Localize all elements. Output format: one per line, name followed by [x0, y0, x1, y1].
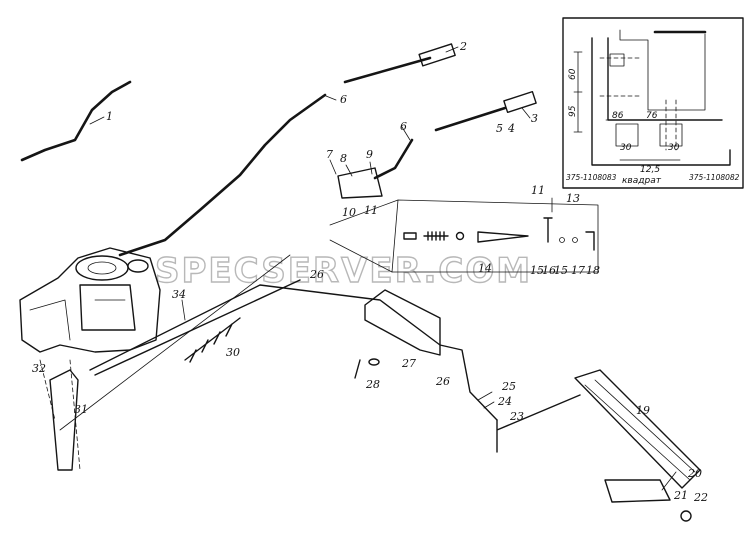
callout-31: 31	[74, 403, 88, 416]
callout-6-right: 6	[400, 120, 407, 133]
callout-26-upper: 26	[309, 268, 324, 281]
callout-10: 10	[342, 206, 356, 219]
callout-6-left: 6	[340, 93, 347, 106]
callout-4: 4	[507, 122, 515, 135]
callout-2: 2	[459, 40, 467, 53]
callout-9: 9	[366, 148, 373, 161]
leader-lines	[89, 46, 677, 491]
callout-21: 21	[673, 489, 688, 502]
callout-14: 14	[478, 262, 492, 275]
callout-20: 20	[687, 467, 702, 480]
callout-8: 8	[340, 152, 347, 165]
dim-30-left: 30	[620, 143, 632, 153]
callout-1: 1	[106, 110, 113, 123]
callout-28: 28	[365, 378, 380, 391]
callout-26-lower: 26	[435, 375, 450, 388]
callout-16: 16	[542, 264, 556, 277]
dim-95: 95	[568, 105, 578, 117]
callout-19: 19	[636, 404, 650, 417]
callout-17: 17	[571, 264, 585, 277]
callout-7: 7	[326, 148, 333, 161]
callout-13: 13	[566, 192, 580, 205]
callout-27: 27	[401, 357, 416, 370]
callout-32: 32	[32, 362, 46, 375]
callout-23: 23	[509, 410, 524, 423]
callout-3: 3	[531, 112, 538, 125]
callout-30: 30	[226, 346, 240, 359]
callout-15-a: 15	[530, 264, 544, 277]
part-number-left: 375-1108083	[566, 173, 617, 182]
callout-15-b: 15	[554, 264, 568, 277]
callout-11-lower: 11	[364, 204, 378, 217]
callout-34: 34	[172, 288, 186, 301]
engine-housing	[19, 247, 161, 471]
dim-60: 60	[568, 68, 578, 80]
inset-frame	[562, 17, 744, 189]
dim-76: 76	[646, 111, 658, 121]
dim-12-5: 12,5	[640, 165, 660, 175]
callout-11-upper: 11	[531, 184, 545, 197]
parts-panel	[329, 199, 599, 273]
callouts: 1 2 3 4 5 6 6 7 8 9 10 11 11 13 14 15 16…	[32, 40, 708, 504]
callout-5: 5	[496, 122, 503, 135]
watermark-text: SPECSERVER.COM	[155, 251, 532, 291]
dim-86: 86	[612, 111, 624, 121]
callout-24: 24	[497, 395, 512, 408]
inset-detail: 60 95 86 76 30 30 12,5 квадрат 375-11080…	[562, 17, 744, 189]
callout-22: 22	[693, 491, 708, 504]
callout-18: 18	[586, 264, 600, 277]
callout-25: 25	[501, 380, 516, 393]
part-number-right: 375-1108082	[689, 173, 740, 182]
dim-note-square: квадрат	[622, 176, 662, 186]
dim-30-right: 30	[668, 143, 680, 153]
